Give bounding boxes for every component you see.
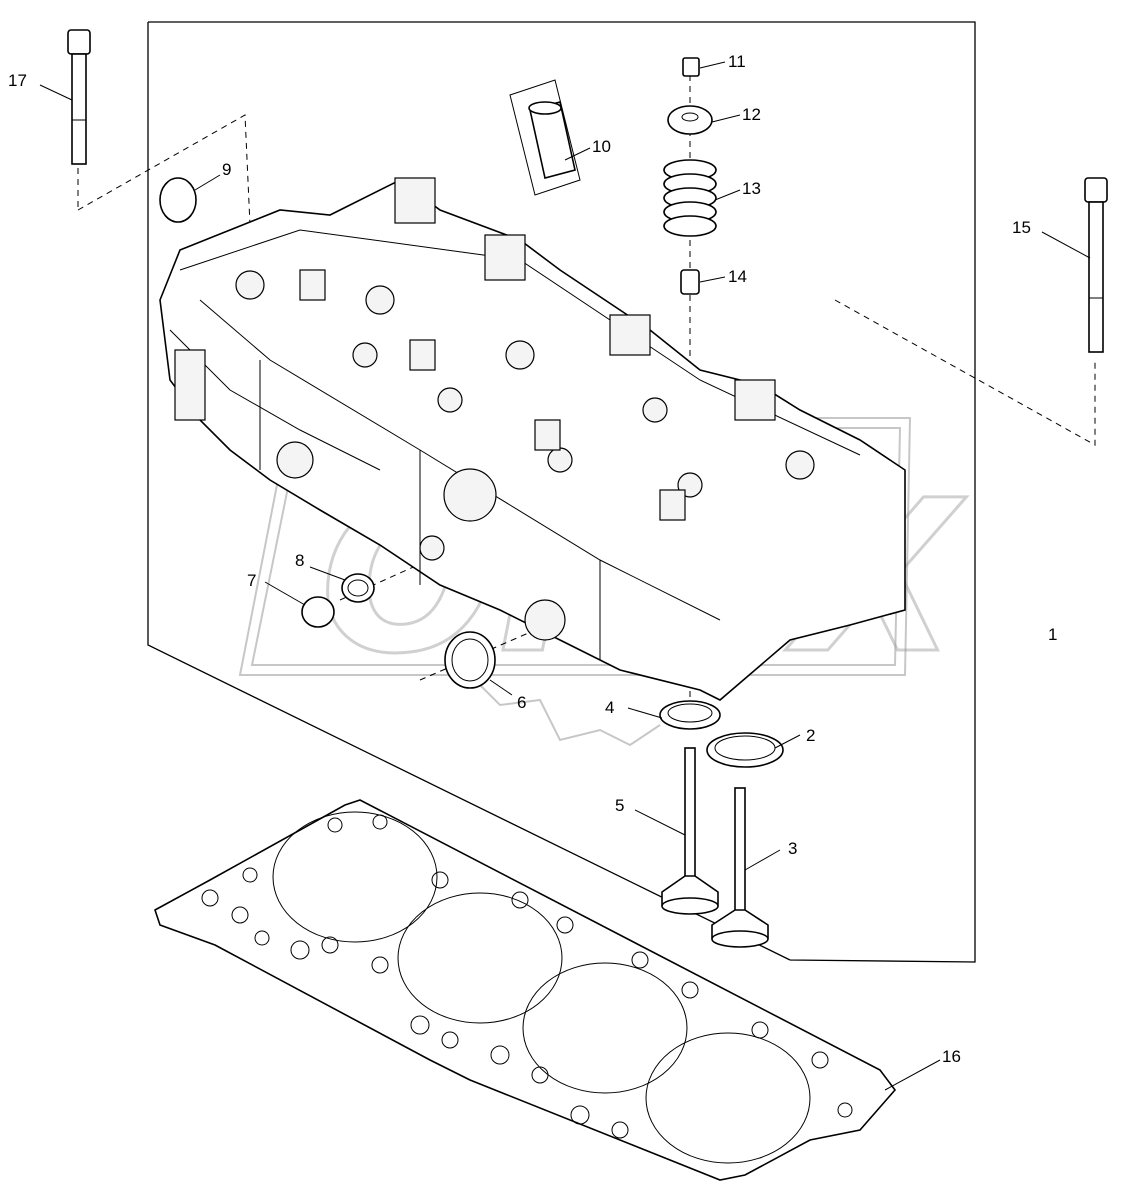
- callout-12: 12: [742, 105, 761, 124]
- callout-16: 16: [942, 1047, 961, 1066]
- callout-5: 5: [615, 796, 624, 815]
- callout-1: 1: [1048, 625, 1057, 644]
- callout-8: 8: [295, 551, 304, 570]
- valve-3: [711, 787, 769, 948]
- bolt-15: [1084, 177, 1108, 353]
- callout-4: 4: [605, 698, 614, 717]
- valve-stem-seal-14: [680, 269, 700, 295]
- assembly-frame: [147, 21, 976, 963]
- valve-keeper-11: [682, 57, 700, 77]
- bolt15-boundary: [834, 299, 1096, 446]
- valve-seat-4: [659, 700, 721, 730]
- valve-seat-2: [706, 732, 784, 768]
- bolt-17: [67, 29, 91, 165]
- callout-15: 15: [1012, 218, 1031, 237]
- spring-retainer-12: [667, 105, 713, 135]
- plug-7: [301, 596, 335, 628]
- leader-lines: [39, 61, 1091, 1091]
- callout-7: 7: [247, 571, 256, 590]
- o-ring-8: [341, 573, 375, 603]
- callout-17: 17: [8, 71, 27, 90]
- callout-labels: 1 2 3 4 5 6 7 8 9 10 11 12 13 14 15 16 1…: [8, 52, 1057, 1066]
- bolt17-boundary: [77, 114, 251, 226]
- callout-11: 11: [728, 52, 746, 71]
- callout-2: 2: [806, 726, 815, 745]
- valve-guide-10: [509, 79, 581, 196]
- callout-9: 9: [222, 160, 231, 179]
- callout-3: 3: [788, 839, 797, 858]
- valve-spring-13: [663, 159, 717, 237]
- core-plug-9: [159, 177, 197, 223]
- callout-10: 10: [592, 137, 611, 156]
- cylinder-head: [159, 177, 906, 701]
- valve-5: [661, 747, 719, 915]
- callout-14: 14: [728, 267, 747, 286]
- callout-13: 13: [742, 179, 761, 198]
- cup-plug-6: [444, 631, 496, 689]
- callout-6: 6: [517, 693, 526, 712]
- head-gasket-16: [154, 799, 897, 1181]
